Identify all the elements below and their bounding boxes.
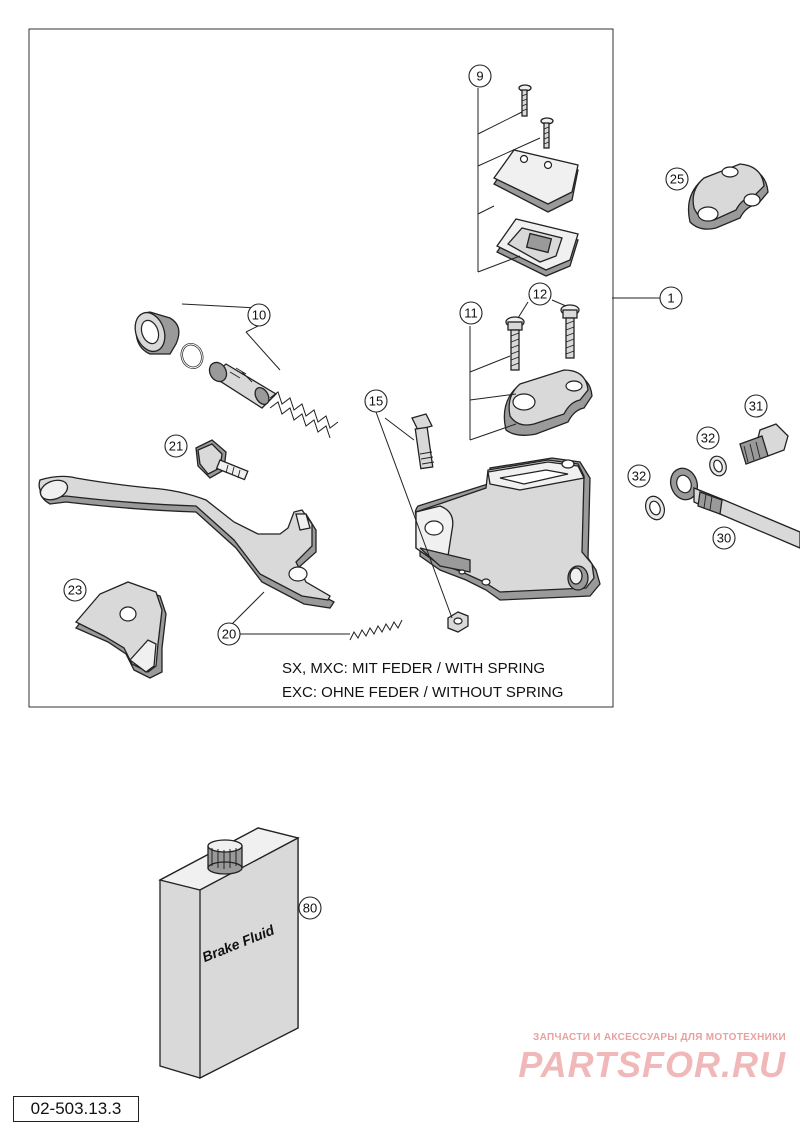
clamp-bolt-1 [505, 316, 525, 371]
handlebar-clamp-lower [503, 369, 593, 436]
callout-23-label: 23 [68, 583, 82, 598]
reservoir-cover-set [493, 84, 579, 277]
callout-32-upper: 32 [696, 426, 720, 450]
spring-note-line1: SX, MXC: MIT FEDER / WITH SPRING [282, 660, 545, 677]
master-cylinder-body [414, 457, 601, 601]
callout-80: 80 [298, 896, 322, 920]
callout-12-label: 12 [533, 287, 547, 302]
callout-32-lower-label: 32 [632, 469, 646, 484]
sealing-washer-1 [709, 455, 727, 477]
callout-9-label: 9 [476, 69, 483, 84]
callout-20: 20 [217, 622, 241, 646]
callout-1: 1 [659, 286, 683, 310]
callout-23: 23 [63, 578, 87, 602]
reservoir-cover [493, 149, 579, 213]
cover-screw-1 [518, 84, 532, 117]
document-number: 02-503.13.3 [13, 1096, 139, 1122]
callout-20-label: 20 [222, 627, 236, 642]
callout-21-label: 21 [169, 439, 183, 454]
callout-11-label: 11 [464, 306, 478, 321]
callout-1-label: 1 [667, 291, 674, 306]
piston-kit [134, 311, 339, 439]
pivot-nut [447, 611, 469, 633]
callout-32-upper-label: 32 [701, 431, 715, 446]
callout-11: 11 [459, 301, 483, 325]
sealing-washer-2 [644, 495, 666, 521]
brake-fluid-container: Brake Fluid [158, 827, 300, 1080]
callout-31: 31 [744, 394, 768, 418]
banjo-bolt [739, 423, 789, 465]
handlebar-clamp-upper [687, 163, 769, 230]
callout-21: 21 [164, 434, 188, 458]
callout-12: 12 [528, 282, 552, 306]
brake-line [669, 467, 800, 549]
callout-15-label: 15 [369, 394, 383, 409]
brake-lever [38, 475, 335, 609]
assembly-frame [28, 28, 614, 708]
clamp-bolt-2 [560, 304, 580, 359]
callout-9: 9 [468, 64, 492, 88]
pivot-bolt [411, 413, 435, 470]
circlip [180, 343, 204, 369]
callout-32-lower: 32 [627, 464, 651, 488]
callout-80-label: 80 [303, 901, 317, 916]
spring-note-line2: EXC: OHNE FEDER / WITHOUT SPRING [282, 684, 563, 701]
cover-screw-2 [540, 117, 554, 149]
callout-25-label: 25 [670, 172, 684, 187]
callout-15: 15 [364, 389, 388, 413]
callout-30-label: 30 [717, 531, 731, 546]
piston-spring [269, 391, 339, 439]
leader-lines [181, 88, 660, 635]
watermark-tagline: ЗАПЧАСТИ И АКСЕССУАРЫ ДЛЯ МОТОТЕХНИКИ [533, 1032, 786, 1043]
callout-25: 25 [665, 167, 689, 191]
callout-10: 10 [247, 303, 271, 327]
piston [208, 361, 278, 409]
callout-31-label: 31 [749, 399, 763, 414]
watermark-logo: PARTSFOR.RU [518, 1044, 786, 1085]
lever-adjuster [195, 439, 249, 481]
lever-spring [349, 619, 403, 641]
clamp-bolts [505, 304, 580, 371]
dust-boot [134, 311, 180, 355]
reservoir-diaphragm [496, 218, 579, 277]
lever-guard [74, 581, 167, 679]
callout-30: 30 [712, 526, 736, 550]
callout-10-label: 10 [252, 308, 266, 323]
